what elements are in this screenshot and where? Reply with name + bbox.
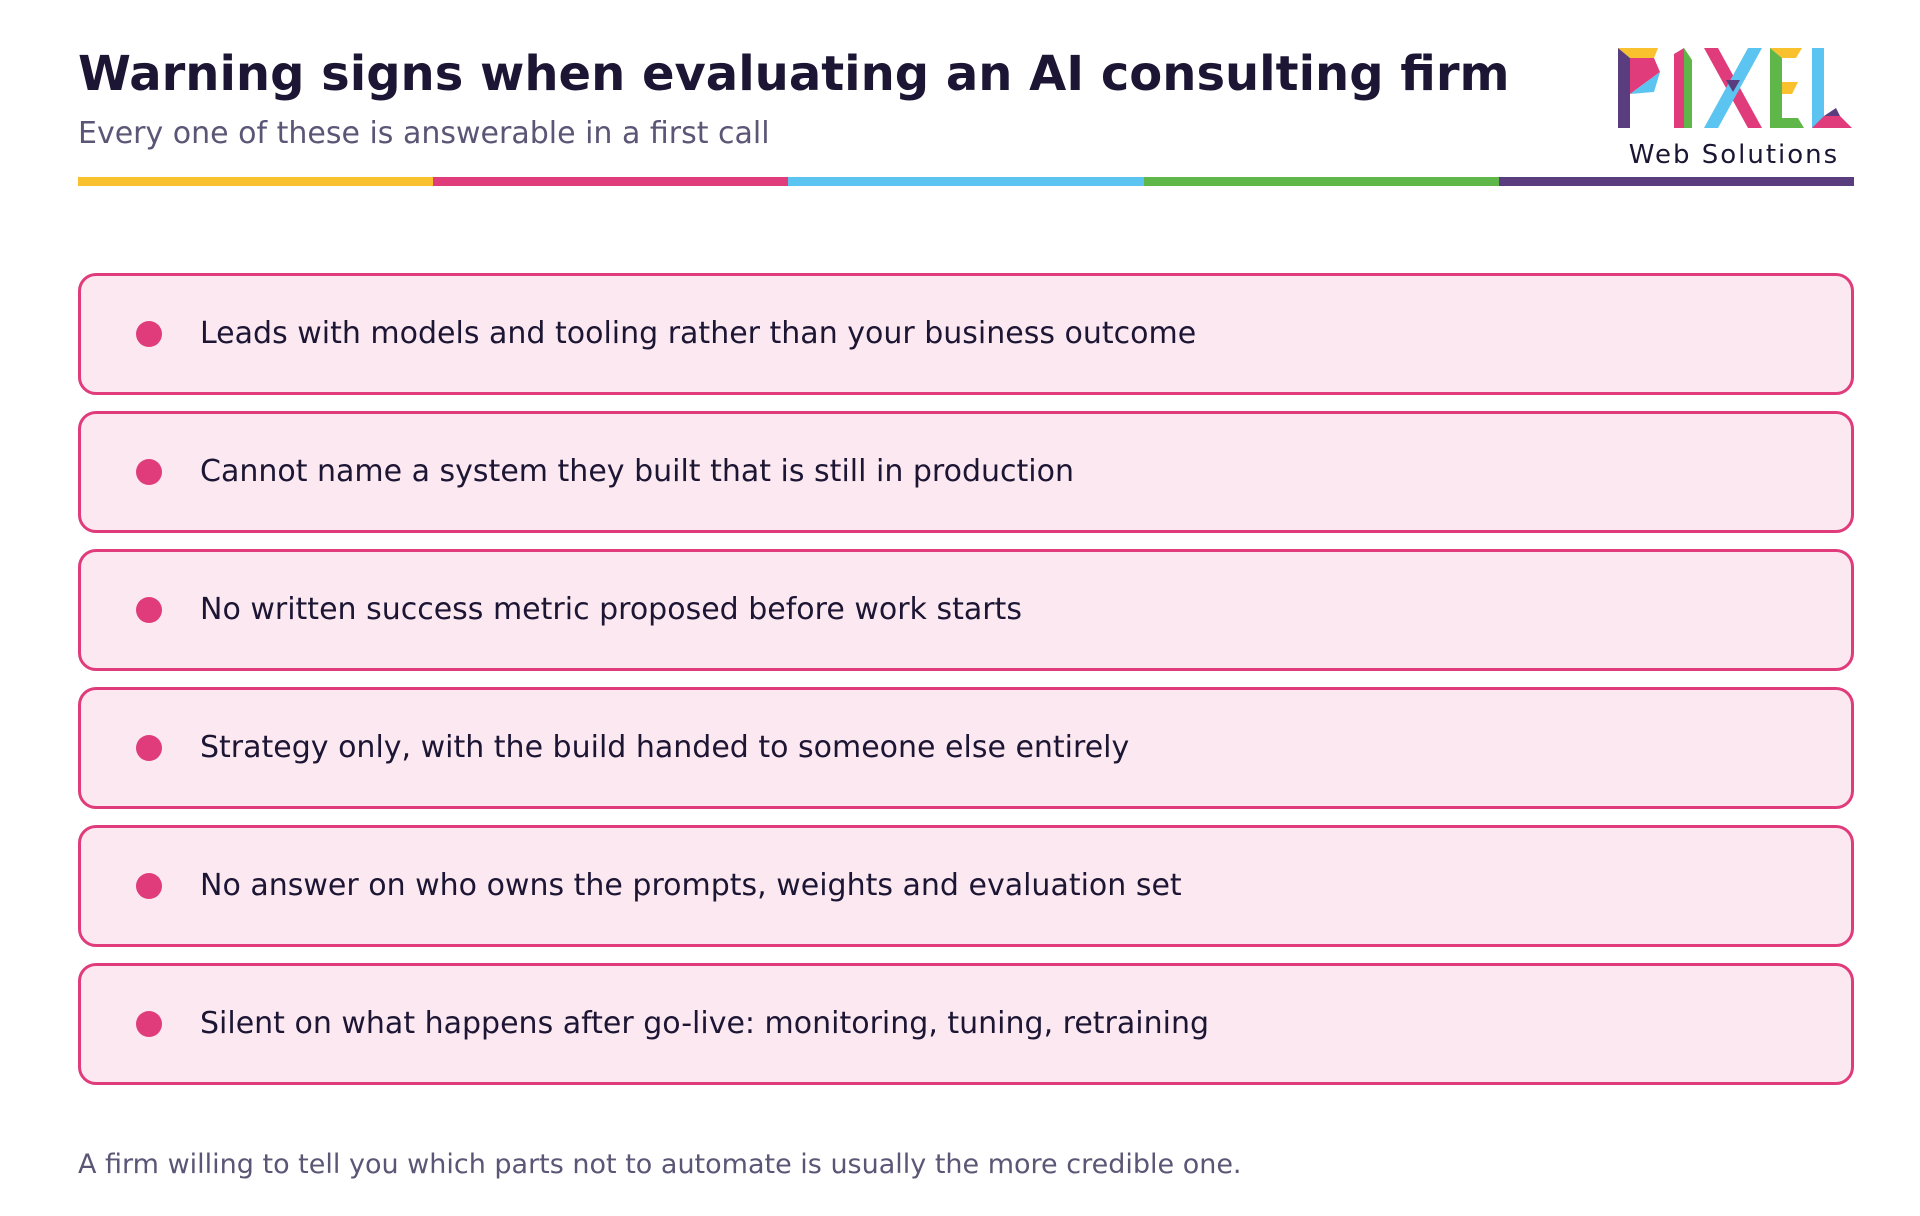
bullet-dot-icon	[136, 735, 162, 761]
accent-bar-blue	[788, 177, 1144, 186]
bullet-dot-icon	[136, 597, 162, 623]
slide: Warning signs when evaluating an AI cons…	[78, 0, 1855, 1216]
bullet-dot-icon	[136, 873, 162, 899]
accent-bar-purple	[1498, 177, 1855, 186]
bullet-dot-icon	[136, 321, 162, 347]
warning-text: Leads with models and tooling rather tha…	[200, 316, 1197, 351]
pixel-logo: Web Solutions	[1614, 44, 1854, 174]
warning-item: Strategy only, with the build handed to …	[78, 687, 1854, 809]
warning-item: Leads with models and tooling rather tha…	[78, 273, 1854, 395]
accent-bar-green	[1143, 177, 1499, 186]
warning-item: No answer on who owns the prompts, weigh…	[78, 825, 1854, 947]
accent-bar-pink	[433, 177, 789, 186]
warning-list: Leads with models and tooling rather tha…	[78, 273, 1854, 1085]
page-subtitle: Every one of these is answerable in a fi…	[78, 116, 770, 151]
footer-note: A firm willing to tell you which parts n…	[78, 1149, 1242, 1180]
warning-text: Silent on what happens after go-live: mo…	[200, 1006, 1209, 1041]
warning-item: Silent on what happens after go-live: mo…	[78, 963, 1854, 1085]
logo-tagline: Web Solutions	[1628, 140, 1840, 170]
warning-text: Strategy only, with the build handed to …	[200, 730, 1130, 765]
warning-item: No written success metric proposed befor…	[78, 549, 1854, 671]
accent-bar-yellow	[78, 177, 434, 186]
warning-text: No written success metric proposed befor…	[200, 592, 1022, 627]
page-title: Warning signs when evaluating an AI cons…	[78, 46, 1510, 102]
bullet-dot-icon	[136, 459, 162, 485]
warning-text: No answer on who owns the prompts, weigh…	[200, 868, 1182, 903]
pixel-wordmark-icon	[1618, 48, 1852, 128]
bullet-dot-icon	[136, 1011, 162, 1037]
accent-color-bar	[78, 177, 1855, 186]
warning-text: Cannot name a system they built that is …	[200, 454, 1074, 489]
warning-item: Cannot name a system they built that is …	[78, 411, 1854, 533]
